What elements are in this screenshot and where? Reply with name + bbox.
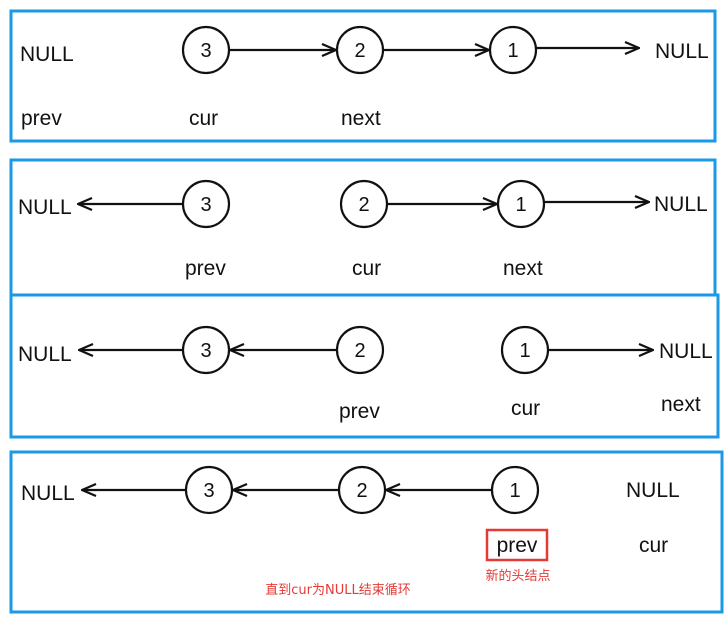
node-1 (496, 179, 546, 229)
new-head-highlight-box (485, 528, 549, 562)
prev-label: prev (339, 400, 380, 423)
new-head-note: 新的头结点 (485, 568, 550, 584)
node-value: 3 (203, 480, 214, 502)
node-3 (181, 179, 231, 229)
node-1 (488, 25, 538, 75)
panel-frame (9, 450, 724, 614)
cur-label: cur (189, 107, 218, 130)
panel-frame (9, 293, 720, 439)
null-label: NULL (654, 193, 708, 216)
node-value: 3 (200, 194, 211, 216)
node-value: 1 (509, 480, 520, 502)
prev-label: prev (497, 534, 538, 557)
null-label: NULL (20, 43, 74, 66)
node-value: 2 (358, 194, 369, 216)
null-label: NULL (18, 196, 72, 219)
next-label: next (503, 257, 543, 280)
node-value: 3 (200, 40, 211, 62)
node-value: 2 (356, 480, 367, 502)
prev-label: prev (185, 257, 226, 280)
null-label: NULL (18, 343, 72, 366)
null-label: NULL (655, 40, 709, 63)
next-label: next (341, 107, 381, 130)
node-value: 1 (507, 40, 518, 62)
null-label: NULL (659, 340, 713, 363)
null-label: NULL (21, 482, 75, 505)
end-loop-note: 直到cur为NULL结束循环 (265, 583, 410, 598)
cur-label: cur (639, 534, 668, 557)
next-label: next (661, 393, 701, 416)
panel-step-4: NULL 3 2 1 NULL prev 新的头结点 cur 直到cur为NUL… (9, 450, 724, 614)
null-label: NULL (626, 479, 680, 502)
panel-step-3: NULL 3 2 1 NULL prev cur next (9, 293, 720, 439)
cur-label: cur (511, 397, 540, 420)
node-value: 1 (515, 194, 526, 216)
node-value: 1 (519, 340, 530, 362)
panel-step-2: NULL 3 2 1 NULL prev cur next (9, 158, 717, 297)
panel-step-1: NULL 3 2 1 NULL prev cur next (9, 9, 717, 143)
node-1 (490, 465, 540, 515)
node-value: 3 (200, 340, 211, 362)
node-2 (335, 325, 385, 375)
prev-label: prev (21, 107, 62, 130)
panel-frame (9, 9, 717, 143)
node-value: 2 (354, 40, 365, 62)
cur-label: cur (352, 257, 381, 280)
node-value: 2 (354, 340, 365, 362)
